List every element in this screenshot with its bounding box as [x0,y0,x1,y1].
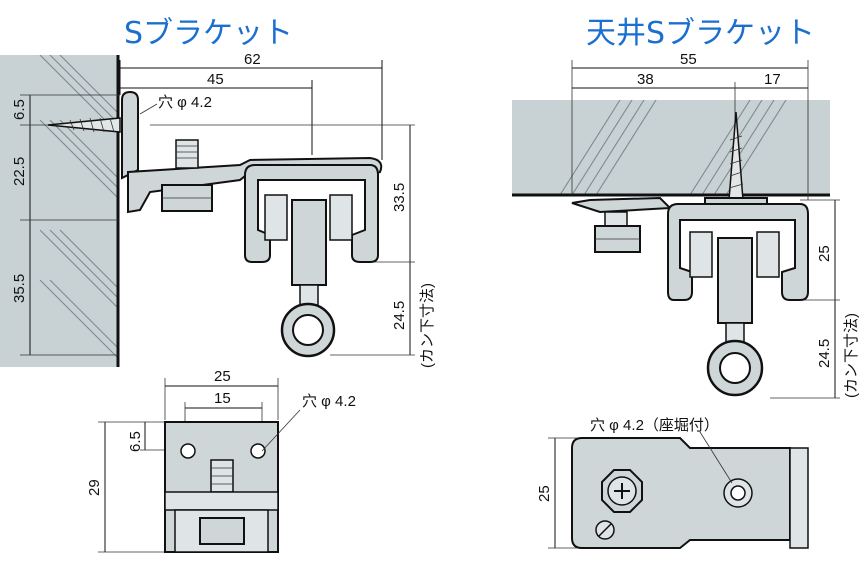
hole-label-top: 穴 φ 4.2（座堀付） [590,417,719,434]
dim-25-top: 25 [536,485,553,502]
rail-right [667,203,809,301]
screw-left [47,117,121,133]
dimension-lines-left [20,60,415,356]
dim-24-5-left: 24.5 [391,301,408,330]
front-view-left [98,378,301,553]
dim-17: 17 [764,71,781,88]
dim-55: 55 [680,51,697,68]
top-view-right [548,431,809,549]
kan-label-right: (カン下寸法) [843,313,860,398]
hole-label-front: 穴 φ 4.2 [302,393,356,410]
dim-6-5-left: 6.5 [11,99,28,120]
dim-24-5-right: 24.5 [816,339,833,368]
dim-62: 62 [244,51,261,68]
dim-22-5: 22.5 [11,157,28,186]
hole-label-left: 穴 φ 4.2 [158,94,212,111]
dim-35-5: 35.5 [11,274,28,303]
dim-33-5: 33.5 [391,183,408,212]
dim-15-front: 15 [214,390,231,407]
kan-label-left: (カン下寸法) [419,283,436,368]
dim-6-5-front: 6.5 [127,431,144,452]
dim-25-right: 25 [816,245,833,262]
runner-left [264,194,353,358]
dim-29: 29 [86,479,103,496]
runner-right [689,231,780,397]
dim-38: 38 [637,71,654,88]
title-s-bracket: Sブラケット [124,16,294,51]
ceiling-right [512,100,830,197]
rail-left [244,164,379,263]
wall-left [0,55,120,367]
bracket-left [121,90,383,214]
bracket-right [571,196,673,253]
dim-25-front: 25 [214,368,231,385]
dim-45: 45 [207,71,224,88]
title-ceiling-s-bracket: 天井Sブラケット [586,16,816,51]
